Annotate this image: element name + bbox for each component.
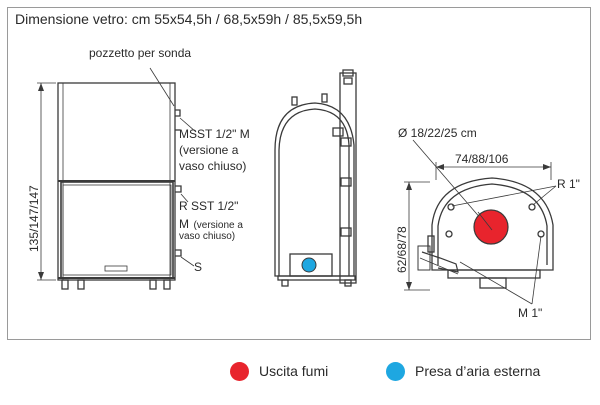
msst-label-line2: (versione a (179, 143, 239, 157)
smoke-outlet-marker (473, 209, 509, 245)
msst-label-line1: MSST 1/2" M (179, 127, 250, 141)
legend-air-intake: Presa d’aria esterna (386, 361, 540, 381)
rsst-label-line2: M (versione a (179, 215, 243, 233)
top-view-drawing (404, 139, 557, 305)
air-intake-marker (301, 257, 317, 273)
glass-dimensions-title: Dimensione vetro: cm 55x54,5h / 68,5x59h… (15, 11, 363, 27)
r-connection-label: R 1" (557, 177, 580, 191)
diagram-frame (7, 7, 591, 340)
rsst-version-text: (versione a (193, 220, 243, 231)
rsst-m-text: M (179, 217, 189, 231)
width-dimension-label: 74/88/106 (455, 152, 509, 166)
pozzetto-label: pozzetto per sonda (89, 46, 192, 60)
smoke-outlet-legend-icon (230, 361, 249, 381)
diameter-label: Ø 18/22/25 cm (398, 126, 477, 140)
air-intake-legend-label: Presa d’aria esterna (415, 363, 541, 379)
height-dimension-label: 135/147/147 (27, 185, 41, 252)
m-connection-label: M 1" (518, 306, 543, 320)
rsst-label-line1: R SST 1/2" (179, 199, 239, 213)
legend-smoke-outlet: Uscita fumi (230, 361, 328, 381)
msst-label-line3: vaso chiuso) (179, 159, 247, 173)
side-view-drawing (274, 69, 357, 287)
rsst-label-line3: vaso chiuso) (179, 231, 236, 242)
front-view-drawing (37, 67, 197, 290)
smoke-outlet-legend-label: Uscita fumi (259, 363, 329, 379)
s-label: S (194, 260, 203, 274)
air-intake-legend-icon (386, 361, 405, 381)
depth-dimension-label: 62/68/78 (395, 226, 409, 273)
